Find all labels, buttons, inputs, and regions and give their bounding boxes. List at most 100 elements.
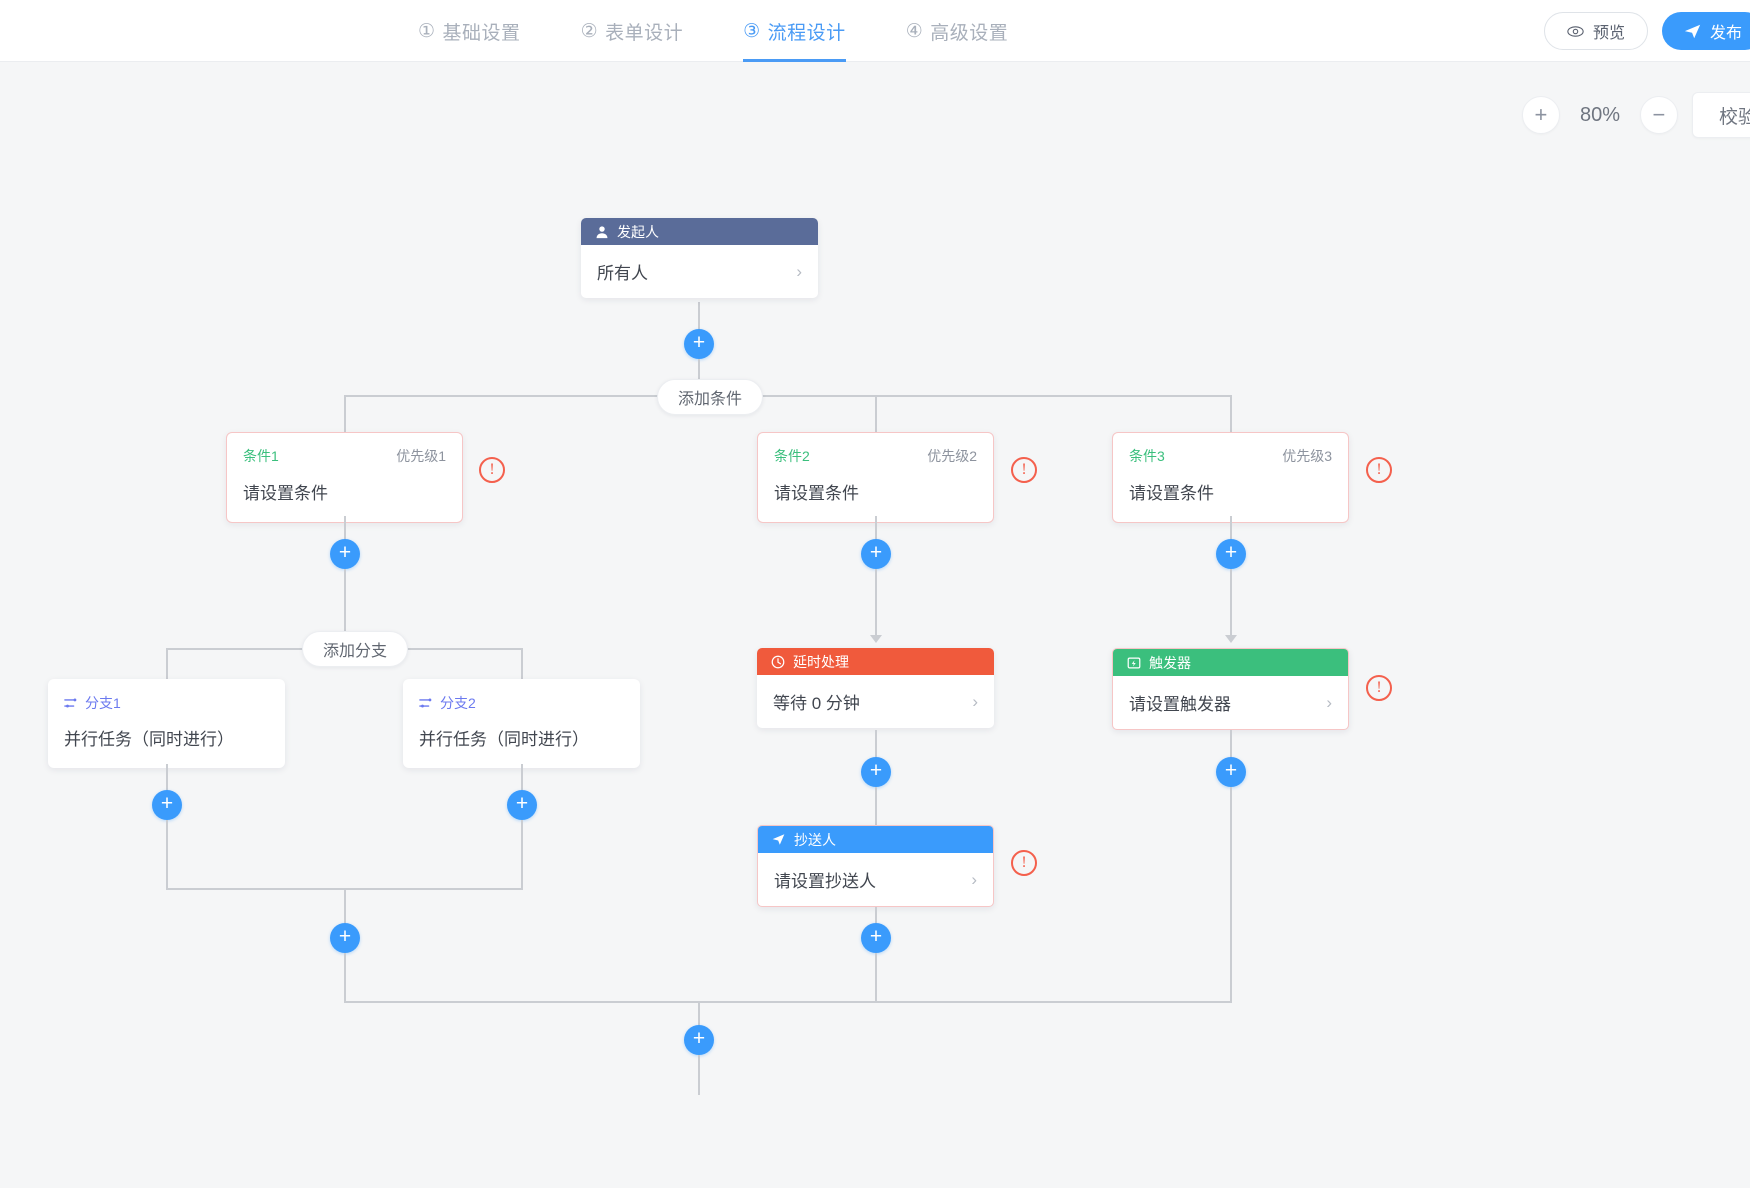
preview-button-label: 预览: [1592, 25, 1625, 42]
connector: [875, 395, 877, 437]
zoom-in-button[interactable]: +: [1521, 96, 1560, 134]
warning-icon-condition-3[interactable]: !: [1366, 457, 1392, 483]
condition-value-2[interactable]: 请设置条件: [774, 484, 859, 503]
connector: [1230, 516, 1232, 554]
connector: [344, 888, 346, 924]
condition-value-3[interactable]: 请设置条件: [1129, 484, 1214, 503]
validate-process-button[interactable]: 校验流程: [1691, 92, 1750, 138]
step-label-3: 流程设计: [767, 22, 846, 44]
header-actions: 预览 发布: [1543, 0, 1750, 62]
add-node-button-branch-2[interactable]: +: [507, 790, 537, 820]
connector: [875, 516, 877, 554]
add-branch-button[interactable]: 添加分支: [302, 631, 409, 667]
warning-icon-condition-2[interactable]: !: [1011, 457, 1037, 483]
node-trigger-body[interactable]: 请设置触发器 ›: [1113, 676, 1348, 729]
node-trigger[interactable]: 触发器 请设置触发器 ›: [1112, 648, 1349, 730]
preview-button[interactable]: 预览: [1543, 12, 1648, 50]
connector: [698, 1055, 700, 1095]
zoom-level-label: 80%: [1579, 103, 1620, 126]
node-initiator-body[interactable]: 所有人 ›: [581, 245, 818, 298]
add-node-button-end[interactable]: +: [684, 1025, 714, 1055]
node-cc-header: 抄送人: [758, 826, 993, 853]
chevron-right-icon: ›: [796, 261, 802, 281]
connector: [698, 302, 700, 344]
connector: [698, 1001, 700, 1037]
node-trigger-header: 触发器: [1113, 649, 1348, 676]
connector: [166, 764, 168, 802]
node-branch-2[interactable]: 分支2 并行任务（同时进行）: [403, 679, 640, 768]
node-trigger-title: 触发器: [1149, 654, 1191, 671]
publish-button[interactable]: 发布: [1661, 12, 1750, 50]
add-node-button-after-delay[interactable]: +: [861, 757, 891, 787]
connector: [344, 516, 346, 554]
zoom-toolbar: + 80% − 校验流程: [1521, 92, 1750, 138]
warning-icon-trigger[interactable]: !: [1366, 675, 1392, 701]
branch-value-1[interactable]: 并行任务（同时进行）: [64, 730, 234, 749]
chevron-right-icon: ›: [1326, 692, 1332, 712]
condition-priority-3: 优先级3: [1282, 448, 1332, 464]
connector: [875, 953, 877, 1003]
node-initiator-value: 所有人: [597, 264, 648, 283]
connector: [1230, 569, 1232, 641]
branch-name-2: 分支2: [440, 695, 476, 711]
condition-value-1[interactable]: 请设置条件: [243, 484, 328, 503]
node-branch-1[interactable]: 分支1 并行任务（同时进行）: [48, 679, 285, 768]
add-node-button-condition-1[interactable]: +: [330, 539, 360, 569]
node-delay[interactable]: 延时处理 等待 0 分钟 ›: [757, 648, 994, 728]
connector: [521, 764, 523, 802]
step-number-4: ④: [905, 20, 924, 42]
connector: [1230, 787, 1232, 1003]
add-condition-button[interactable]: 添加条件: [657, 379, 764, 415]
send-icon: [772, 833, 786, 847]
add-node-button-condition-2[interactable]: +: [861, 539, 891, 569]
node-delay-title: 延时处理: [793, 653, 849, 670]
node-condition-2[interactable]: 条件2 优先级2 请设置条件: [757, 432, 994, 523]
app-header: ① 基础设置 ② 表单设计 ③ 流程设计 ④ 高级设置 预览: [0, 0, 1750, 62]
add-node-button-condition-3[interactable]: +: [1216, 539, 1246, 569]
parallel-icon: [64, 696, 78, 710]
warning-icon-cc[interactable]: !: [1011, 850, 1037, 876]
tab-process-design[interactable]: ③ 流程设计: [743, 0, 846, 62]
chevron-right-icon: ›: [972, 691, 978, 711]
step-nav: ① 基础设置 ② 表单设计 ③ 流程设计 ④ 高级设置: [418, 0, 1008, 62]
node-delay-header: 延时处理: [757, 648, 994, 675]
node-branch-2-header: 分支2: [403, 679, 640, 713]
step-label-1: 基础设置: [442, 22, 521, 44]
connector: [166, 648, 168, 700]
node-condition-3[interactable]: 条件3 优先级3 请设置条件: [1112, 432, 1349, 523]
connector: [875, 787, 877, 833]
step-label-2: 表单设计: [605, 22, 684, 44]
add-node-button-after-start[interactable]: +: [684, 329, 714, 359]
tab-basic-settings[interactable]: ① 基础设置: [418, 0, 521, 62]
node-delay-body[interactable]: 等待 0 分钟 ›: [757, 675, 994, 728]
add-node-button-branch-1[interactable]: +: [152, 790, 182, 820]
connector: [344, 395, 346, 437]
connector: [875, 730, 877, 768]
arrow-head: [870, 635, 882, 643]
add-node-button-after-cc[interactable]: +: [861, 923, 891, 953]
node-condition-1[interactable]: 条件1 优先级1 请设置条件: [226, 432, 463, 523]
tab-advanced-settings[interactable]: ④ 高级设置: [906, 0, 1009, 62]
connector: [521, 648, 523, 700]
node-condition-1-header: 条件1 优先级1: [227, 433, 462, 466]
condition-name-2: 条件2: [774, 448, 810, 464]
zoom-out-button[interactable]: −: [1639, 96, 1678, 134]
node-cc-value: 请设置抄送人: [774, 872, 876, 891]
connector: [875, 569, 877, 641]
add-node-button-after-branches[interactable]: +: [330, 923, 360, 953]
publish-button-label: 发布: [1709, 25, 1742, 42]
warning-icon-condition-1[interactable]: !: [479, 457, 505, 483]
flow-canvas[interactable]: + 发起人 所有人 › 添加条件 条件1 优先级1 请设置条件: [0, 62, 1750, 1188]
send-icon: [1684, 23, 1701, 40]
node-cc[interactable]: 抄送人 请设置抄送人 ›: [757, 825, 994, 907]
branch-value-2[interactable]: 并行任务（同时进行）: [419, 730, 589, 749]
node-initiator[interactable]: 发起人 所有人 ›: [581, 218, 818, 298]
condition-name-3: 条件3: [1129, 448, 1165, 464]
node-condition-3-header: 条件3 优先级3: [1113, 433, 1348, 466]
tab-form-design[interactable]: ② 表单设计: [581, 0, 684, 62]
connector: [1230, 395, 1232, 437]
add-node-button-after-trigger[interactable]: +: [1216, 757, 1246, 787]
step-number-3: ③: [743, 20, 761, 42]
node-cc-body[interactable]: 请设置抄送人 ›: [758, 853, 993, 906]
